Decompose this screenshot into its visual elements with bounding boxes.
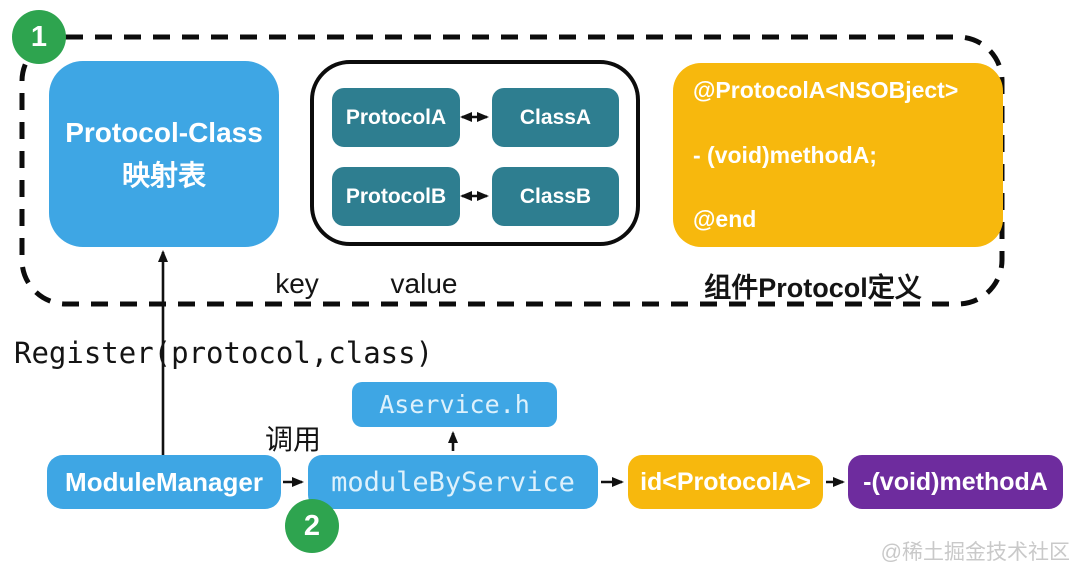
protocol-b-box: ProtocolB xyxy=(332,167,460,226)
protocol-a-box: ProtocolA xyxy=(332,88,460,147)
map-box-subtitle: 映射表 xyxy=(121,160,206,191)
invoke-label: 调用 xyxy=(265,424,322,455)
watermark: @稀土掘金技术社区 xyxy=(880,541,1070,564)
protocol-class-map-box: Protocol-Class 映射表 xyxy=(49,61,279,247)
step-2-badge: 2 xyxy=(285,499,339,553)
protocol-definition-line-1: @ProtocolA<NSOBject> xyxy=(693,77,959,103)
step-1-badge: 1 xyxy=(12,10,66,64)
protocol-instance-box: id<ProtocolA> xyxy=(628,455,823,509)
aservice-header-box: Aservice.h xyxy=(352,382,557,427)
module-manager-box: ModuleManager xyxy=(47,455,281,509)
register-call-label: Register(protocol,class) xyxy=(14,336,434,370)
protocol-definition-caption: 组件Protocol定义 xyxy=(704,273,922,303)
module-by-service-box: moduleByService xyxy=(308,455,598,509)
method-call-box: -(void)methodA xyxy=(848,455,1063,509)
map-box-title: Protocol-Class xyxy=(65,116,263,148)
key-label: key xyxy=(275,268,319,299)
value-label: value xyxy=(390,268,458,299)
mapping-table-frame xyxy=(310,60,640,246)
protocol-definition-line-3: @end xyxy=(693,206,757,232)
protocol-definition-line-2: - (void)methodA; xyxy=(693,141,877,168)
class-b-box: ClassB xyxy=(492,167,619,226)
protocol-definition-box: @ProtocolA<NSOBject> - (void)methodA; @e… xyxy=(673,63,1003,247)
class-a-box: ClassA xyxy=(492,88,619,147)
